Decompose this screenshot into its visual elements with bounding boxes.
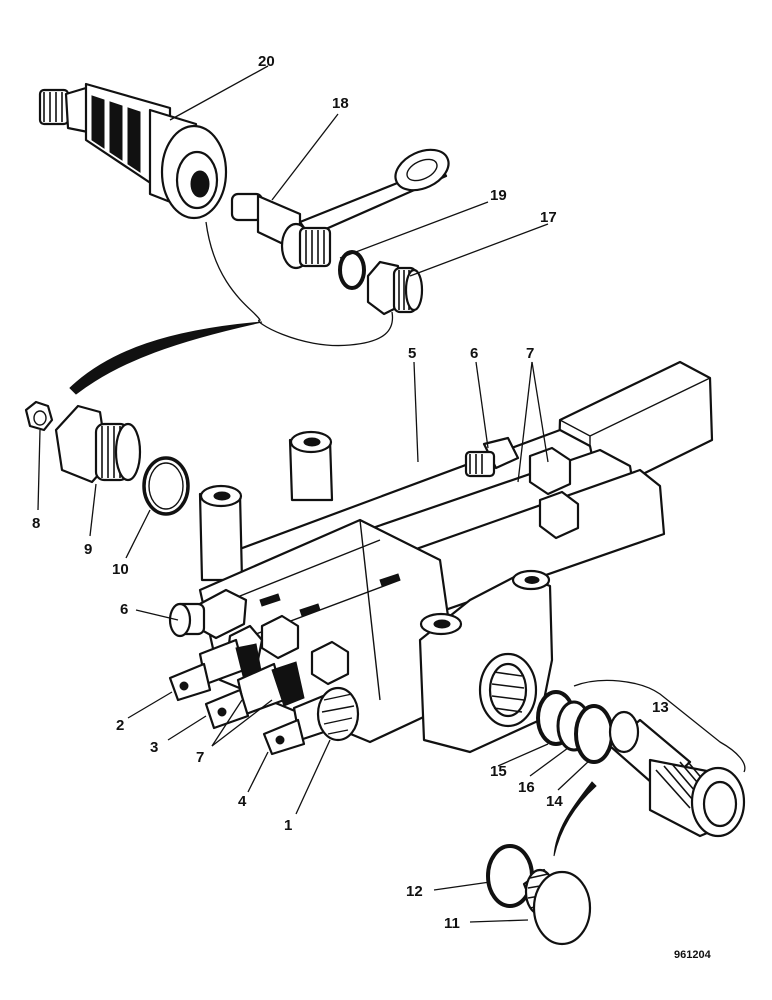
adaptor-part-17 (366, 260, 424, 316)
dust-boot-part-1 (316, 686, 360, 742)
spool-part-2 (168, 638, 263, 702)
callout-8: 8 (32, 515, 40, 532)
spool-part-3 (204, 661, 305, 730)
callout-11: 11 (444, 915, 460, 932)
diverter-tap-part-18 (230, 148, 450, 270)
callout-2: 2 (116, 717, 124, 734)
callout-16: 16 (518, 779, 535, 796)
seal-ring-part-19 (338, 250, 366, 290)
callout-4: 4 (238, 793, 247, 810)
assembly-curve-upper (205, 221, 394, 347)
callout-labels: 20 18 19 17 5 6 7 8 9 10 6 2 3 7 4 1 13 … (32, 53, 669, 932)
assembly-curve-swoosh (69, 321, 263, 395)
relief-valve-part-6-rear (464, 436, 520, 478)
callout-10: 10 (112, 561, 129, 578)
callout-19: 19 (490, 187, 507, 204)
bracket-part-13 (573, 679, 746, 773)
callout-7-rear: 7 (526, 345, 534, 362)
callout-6-rear: 6 (470, 345, 478, 362)
blanking-plug-part-11 (522, 868, 592, 946)
quick-release-coupling-part-20 (38, 82, 228, 220)
lock-nut-part-7-rear (528, 446, 580, 540)
callout-12: 12 (406, 883, 423, 900)
assembly-swoosh-lower (553, 781, 597, 857)
callout-5: 5 (408, 345, 416, 362)
callout-9: 9 (84, 541, 92, 558)
callout-3: 3 (150, 739, 158, 756)
leader-lines (37, 65, 591, 923)
callout-14: 14 (546, 793, 563, 810)
callout-6-front: 6 (120, 601, 128, 618)
o-ring-part-10 (142, 456, 190, 516)
callout-20: 20 (258, 53, 275, 70)
callout-13: 13 (652, 699, 669, 716)
callout-7-front: 7 (196, 749, 204, 766)
callout-15: 15 (490, 763, 507, 780)
ring-part-14 (574, 704, 614, 764)
adaptor-part-9 (54, 404, 142, 484)
callout-18: 18 (332, 95, 349, 112)
callout-17: 17 (540, 209, 557, 226)
threaded-adaptor-part-13 (608, 710, 746, 838)
callout-1: 1 (284, 817, 292, 834)
drawing-reference-code: 961204 (674, 949, 712, 961)
nut-part-8 (24, 400, 54, 432)
